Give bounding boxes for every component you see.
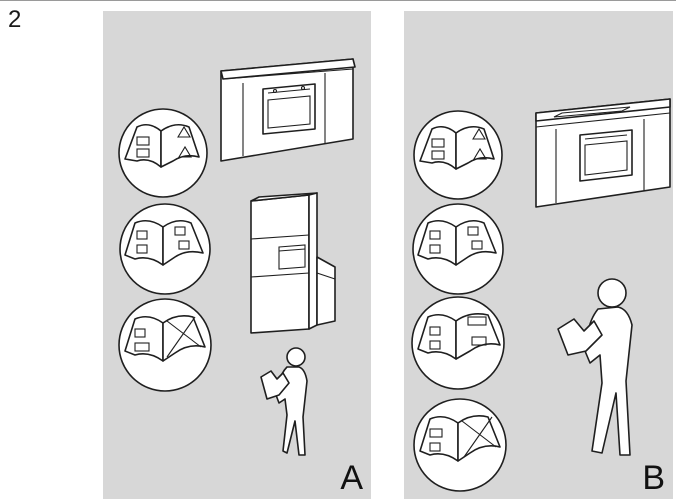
built-in-oven-under-counter-icon <box>220 58 356 162</box>
manual-warnings-icon <box>118 108 208 198</box>
manual-instructions-icon <box>412 203 504 295</box>
panel-b: B <box>404 11 673 499</box>
oven-under-hob-icon <box>535 98 671 208</box>
manual-crossed-page-icon <box>413 398 507 492</box>
panel-a: A <box>103 11 371 499</box>
panel-b-label: B <box>642 459 665 497</box>
column-oven-housing-icon <box>250 192 336 334</box>
top-rule <box>0 0 676 1</box>
manual-instructions-icon <box>119 203 211 295</box>
panel-a-illustration <box>118 58 356 456</box>
person-reading-icon <box>260 347 308 456</box>
step-number: 2 <box>8 6 22 33</box>
panel-a-label: A <box>340 459 363 497</box>
manual-detailed-icon <box>411 296 505 390</box>
person-reading-icon <box>557 278 633 456</box>
manual-crossed-page-icon <box>118 298 212 392</box>
panel-b-illustration <box>411 98 671 492</box>
manual-warnings-icon <box>413 110 503 200</box>
